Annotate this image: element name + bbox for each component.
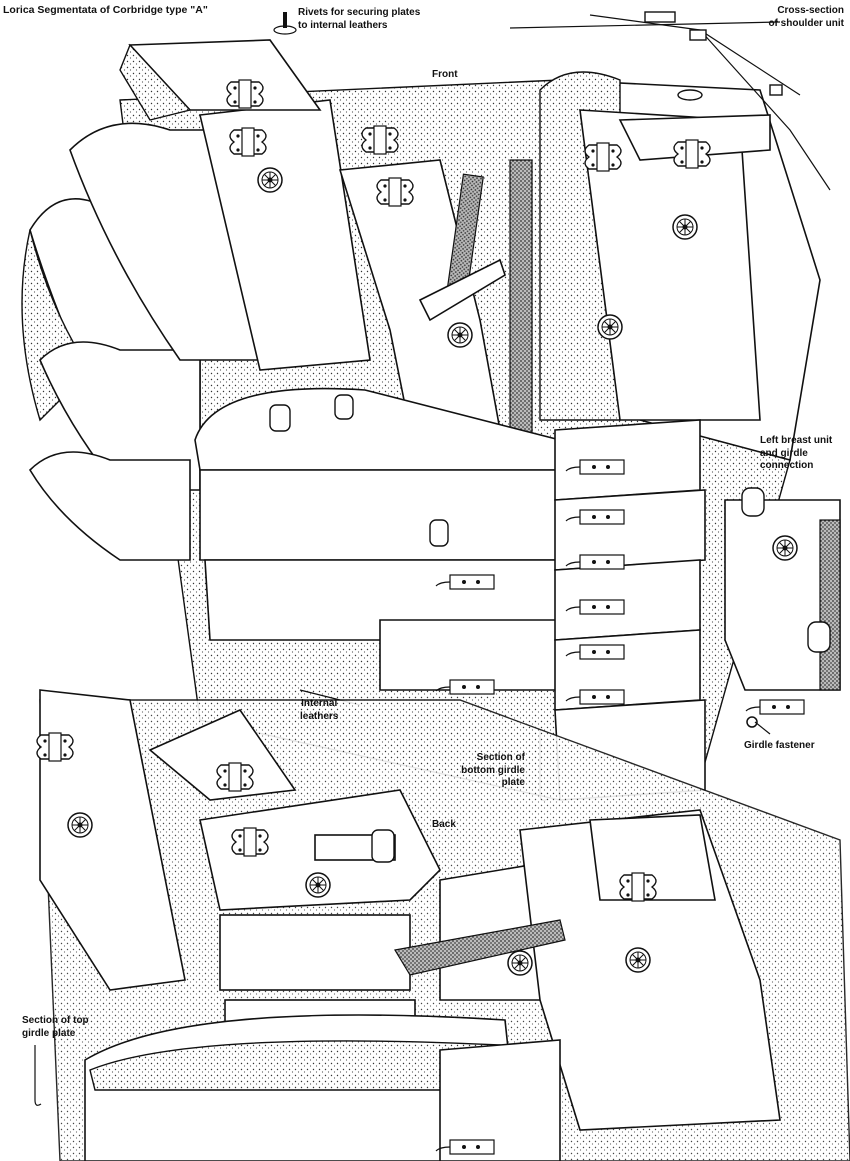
shoulder-cross-section — [509, 11, 831, 191]
front-label: Front — [432, 69, 458, 80]
bottom-plate-section-label: Section of bottom girdle plate — [461, 752, 525, 788]
cross-section-label: Cross-section of shoulder unit — [768, 5, 844, 29]
top-plate-section — [34, 1045, 42, 1106]
girdle-fastener-label: Girdle fastener — [744, 740, 815, 751]
internal-leathers-label: Internal leathers — [300, 698, 339, 722]
front-view — [21, 39, 821, 801]
top-plate-section-label: Section of top girdle plate — [22, 1015, 89, 1039]
left-breast-detail — [724, 487, 841, 715]
back-view — [36, 689, 850, 1161]
rivet-icon — [273, 12, 297, 35]
diagram-title: Lorica Segmentata of Corbridge type "A" — [3, 4, 208, 16]
girdle-fastener-icon — [746, 716, 771, 735]
left-breast-label: Left breast unit and girdle connection — [760, 435, 833, 471]
back-label: Back — [432, 819, 456, 830]
rivets-label: Rivets for securing plates to internal l… — [298, 7, 421, 31]
